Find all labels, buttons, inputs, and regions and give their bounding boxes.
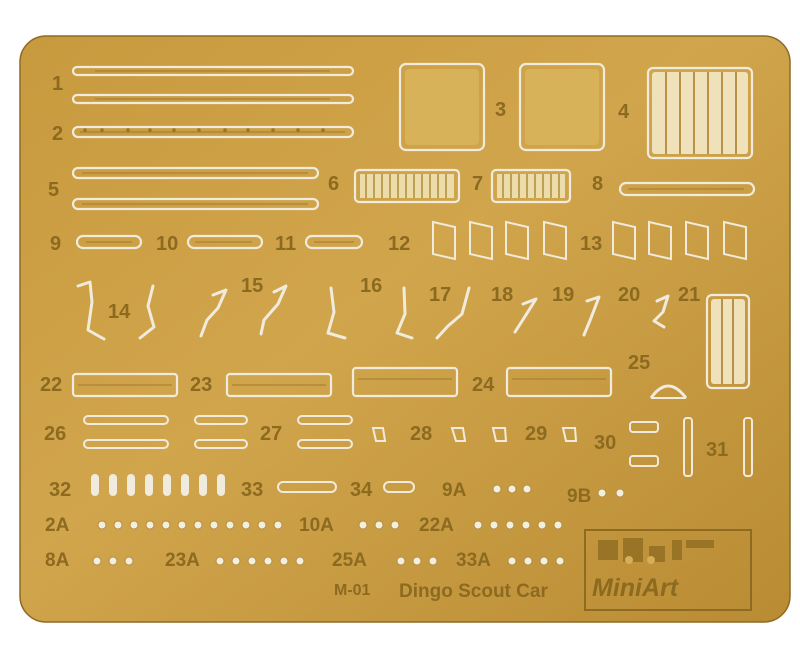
part-label-27: 27 — [260, 423, 282, 445]
part-label-29: 29 — [525, 423, 547, 445]
small-label-10a: 10A — [299, 515, 334, 536]
part-label-7: 7 — [472, 173, 483, 195]
part-5-bars — [71, 166, 320, 211]
part-26-31 — [83, 415, 753, 477]
part-14-20-hooks — [76, 280, 670, 341]
part-7-grille — [490, 168, 572, 204]
small-label-9a: 9A — [442, 480, 467, 501]
part-label-21: 21 — [678, 284, 700, 306]
small-label-9b: 9B — [567, 486, 591, 507]
part-label-33: 33 — [241, 479, 263, 501]
small-label-8a: 8A — [45, 550, 70, 571]
part-label-12: 12 — [388, 233, 410, 255]
part-label-34: 34 — [350, 479, 373, 501]
small-label-22a: 22A — [419, 515, 454, 536]
kit-code: M-01 — [334, 582, 371, 599]
part-label-1: 1 — [52, 73, 63, 95]
brass-plate — [19, 35, 791, 623]
part-label-11: 11 — [275, 233, 296, 255]
part-label-19: 19 — [552, 284, 574, 306]
part-21-grille — [705, 293, 751, 390]
part-label-26: 26 — [44, 423, 66, 445]
part-3-plates — [398, 62, 606, 152]
part-label-31: 31 — [706, 439, 728, 461]
part-9-10-11 — [75, 234, 364, 250]
small-label-33a: 33A — [456, 550, 491, 571]
part-22-23-24 — [71, 366, 613, 398]
part-label-20: 20 — [618, 284, 640, 306]
part-label-3: 3 — [495, 99, 506, 121]
part-label-18: 18 — [491, 284, 513, 306]
small-label-25a: 25A — [332, 550, 367, 571]
part-label-30: 30 — [594, 432, 616, 454]
part-labels: 1 2 3 4 5 6 7 8 9 10 11 12 13 14 15 16 1… — [40, 73, 728, 501]
part-label-14: 14 — [108, 301, 131, 323]
part-label-28: 28 — [410, 423, 432, 445]
part-label-23: 23 — [190, 374, 212, 396]
part-label-5: 5 — [48, 179, 59, 201]
small-label-2a: 2A — [45, 515, 70, 536]
part-label-8: 8 — [592, 173, 603, 195]
part-label-24: 24 — [472, 374, 495, 396]
brand-box — [584, 529, 752, 611]
part-label-4: 4 — [618, 101, 630, 123]
brand-logo-text: MiniArt — [592, 574, 680, 602]
part-8-strip — [618, 181, 756, 197]
part-label-9: 9 — [50, 233, 61, 255]
part-6-grille — [353, 168, 461, 204]
part-25-arch — [649, 384, 688, 399]
part-label-16: 16 — [360, 275, 382, 297]
part-label-2: 2 — [52, 123, 63, 145]
part-label-25: 25 — [628, 352, 650, 374]
part-32-links — [91, 474, 225, 496]
part-label-15: 15 — [241, 275, 263, 297]
part-label-17: 17 — [429, 284, 451, 306]
part-33-34 — [277, 481, 415, 493]
part-label-6: 6 — [328, 173, 339, 195]
part-13-brackets — [612, 220, 747, 261]
part-1-bars — [71, 65, 355, 105]
part-label-10: 10 — [156, 233, 178, 255]
part-12-brackets — [432, 220, 567, 261]
part-4-grille — [646, 66, 754, 160]
part-label-22: 22 — [40, 374, 62, 396]
small-label-23a: 23A — [165, 550, 200, 571]
small-rivets — [92, 484, 625, 566]
small-part-labels: 9A 9B 2A 10A 22A 8A 23A 25A 33A — [45, 480, 591, 571]
part-2-bar — [71, 125, 355, 139]
part-label-13: 13 — [580, 233, 602, 255]
part-label-32: 32 — [49, 479, 71, 501]
kit-name: Dingo Scout Car — [399, 581, 548, 602]
